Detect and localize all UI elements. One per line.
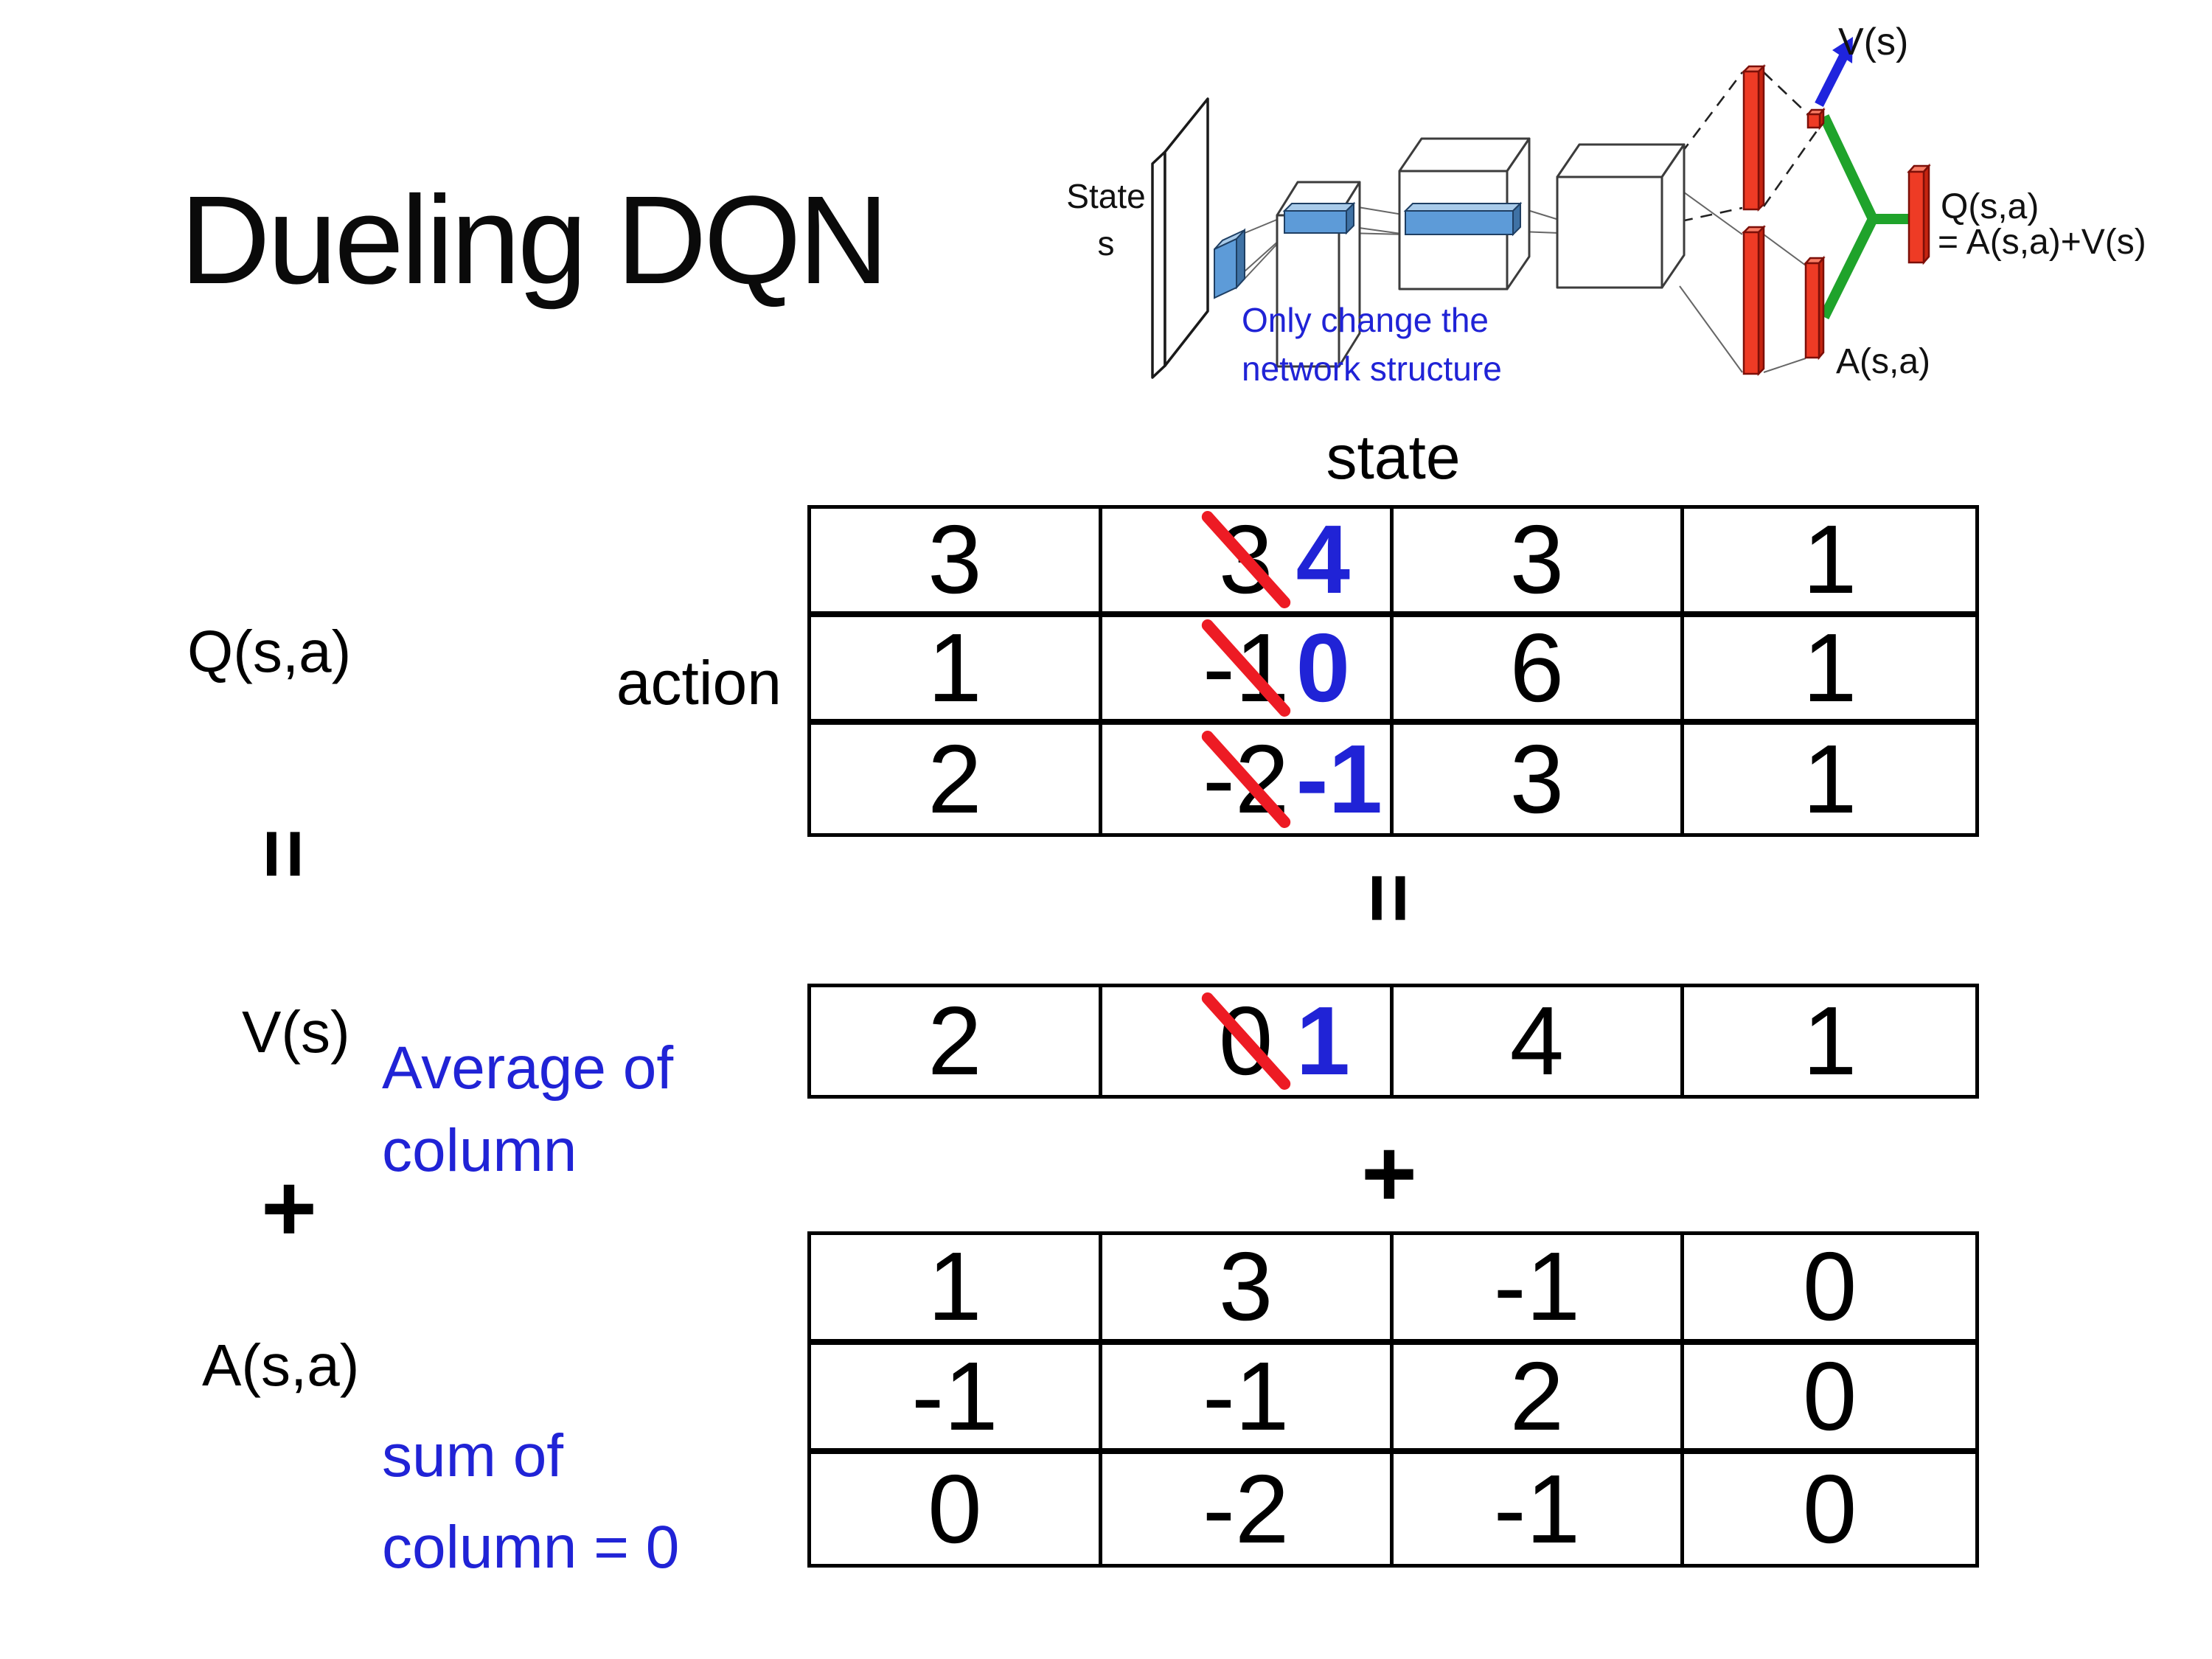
feature-map-bar-2 — [1403, 201, 1523, 237]
a-table-cell: -2 — [1102, 1454, 1394, 1564]
a-table-cell: -1 — [1394, 1454, 1685, 1564]
cell-value: 2 — [928, 724, 982, 833]
aggregation-junction — [1819, 114, 1909, 320]
a-table-cell: 1 — [811, 1235, 1102, 1345]
diagram-state-label-line2: s — [1098, 224, 1115, 262]
q-table: 3 3 4 3 1 1 -1 0 6 1 2 -2 -1 3 1 — [807, 505, 1979, 837]
cell-value: 0 — [1802, 1341, 1857, 1450]
cell-value: 3 — [1509, 724, 1565, 833]
v-table: 2 0 1 4 1 — [807, 984, 1979, 1099]
cell-value: 1 — [928, 613, 982, 722]
q-table-cell-revised: -1 0 — [1102, 613, 1394, 726]
cell-value: 0 — [1802, 1454, 1857, 1563]
dashed-connector-lines — [1680, 72, 1821, 223]
q-function-label: Q(s,a) — [187, 619, 352, 684]
q-table-cell: 3 — [1393, 505, 1685, 617]
a-function-label: A(s,a) — [202, 1332, 360, 1398]
cell-value: 1 — [1802, 987, 1857, 1095]
q-table-cell-revised: 3 4 — [1102, 509, 1394, 617]
value-stream-bar — [1741, 63, 1767, 212]
cell-value: 2 — [1509, 1341, 1565, 1450]
action-row-header: action — [616, 648, 782, 717]
new-value: 1 — [1295, 987, 1351, 1095]
cell-value: -1 — [911, 1341, 998, 1450]
diagram-v-label: V(s) — [1838, 21, 1908, 63]
a-table-cell: 0 — [1684, 1235, 1975, 1345]
new-value: 4 — [1295, 505, 1351, 614]
sum-note-line1: sum of — [382, 1422, 564, 1489]
diagram-q-label-line2: = A(s,a)+V(s) — [1938, 223, 2146, 262]
diagram-note-line1: Only change the — [1242, 301, 1489, 339]
v-function-label: V(s) — [242, 999, 350, 1065]
equals-sign-left: = — [235, 828, 333, 880]
a-table-cell: 3 — [1102, 1235, 1394, 1345]
cell-value: 3 — [928, 505, 982, 614]
new-value: -1 — [1295, 724, 1382, 833]
feature-map-bar-1 — [1282, 201, 1356, 235]
diagram-q-label-line1: Q(s,a) — [1941, 187, 2039, 226]
input-image-plane — [1151, 97, 1209, 379]
a-table-cell: -1 — [811, 1341, 1102, 1455]
q-table-cell: 1 — [1684, 509, 1975, 617]
a-table-cell: 2 — [1393, 1341, 1685, 1455]
v-table-cell-revised: 0 1 — [1102, 987, 1394, 1095]
diagram-note-line2: network structure — [1242, 349, 1502, 388]
state-column-header: state — [1326, 422, 1461, 492]
average-note-line2: column — [382, 1117, 577, 1184]
q-table-cell-revised: -2 -1 — [1102, 725, 1394, 833]
v-output-arrow-icon — [1815, 37, 1853, 107]
cell-value: -2 — [1202, 1454, 1290, 1563]
q-table-cell: 2 — [811, 725, 1102, 833]
v-table-cell: 1 — [1684, 987, 1975, 1095]
a-output-bar — [1804, 255, 1826, 361]
plus-sign-between-tables: + — [1361, 1119, 1417, 1227]
diagram-a-label: A(s,a) — [1836, 342, 1930, 381]
a-table-cell: 0 — [1684, 1345, 1975, 1455]
a-table-cell: 0 — [1684, 1454, 1975, 1564]
v-table-cell: 4 — [1394, 987, 1685, 1095]
q-table-cell: 1 — [811, 613, 1102, 726]
conv-filter — [1214, 228, 1245, 299]
advantage-stream-bar — [1741, 224, 1767, 377]
cell-value: 2 — [928, 987, 982, 1095]
q-table-cell: 1 — [1684, 617, 1975, 726]
v-table-cell: 2 — [811, 987, 1102, 1095]
q-table-cell: 3 — [1394, 725, 1685, 833]
cell-value: -1 — [1493, 1454, 1581, 1563]
a-table: 1 3 -1 0 -1 -1 2 0 0 -2 -1 0 — [807, 1231, 1979, 1568]
cell-value: 1 — [1802, 613, 1857, 722]
cell-value: 1 — [1802, 505, 1857, 614]
cell-value: -1 — [1493, 1232, 1581, 1341]
dueling-network-diagram: V(s) State s Only change the network str… — [1066, 21, 2146, 388]
new-value: 0 — [1295, 613, 1351, 722]
diagram-state-label-line1: State — [1066, 177, 1145, 215]
slide-title: Dueling DQN — [180, 170, 888, 310]
sum-note-line2: column = 0 — [382, 1514, 680, 1581]
q-output-bar — [1907, 163, 1931, 265]
cell-value: -1 — [1202, 1341, 1290, 1450]
q-table-cell: 1 — [1684, 725, 1975, 833]
cell-value: 0 — [928, 1454, 982, 1563]
cell-value: 1 — [1802, 724, 1857, 833]
cell-value: 3 — [1218, 1232, 1273, 1341]
equals-sign-between-tables: = — [1340, 872, 1438, 924]
cell-value: 6 — [1509, 613, 1565, 722]
cell-value: 3 — [1509, 505, 1565, 614]
cell-value: 4 — [1509, 987, 1565, 1095]
v-output-node — [1806, 107, 1826, 131]
q-table-cell: 6 — [1393, 613, 1685, 726]
fc-layer-cube — [1556, 143, 1686, 289]
q-table-cell: 3 — [811, 509, 1102, 617]
average-note-line1: Average of — [382, 1034, 674, 1102]
a-table-cell: 0 — [811, 1454, 1102, 1564]
plus-sign-left: + — [261, 1154, 317, 1262]
cell-value: 1 — [928, 1232, 982, 1341]
cell-value: 0 — [1802, 1232, 1857, 1341]
a-table-cell: -1 — [1102, 1341, 1394, 1455]
a-table-cell: -1 — [1393, 1232, 1685, 1345]
